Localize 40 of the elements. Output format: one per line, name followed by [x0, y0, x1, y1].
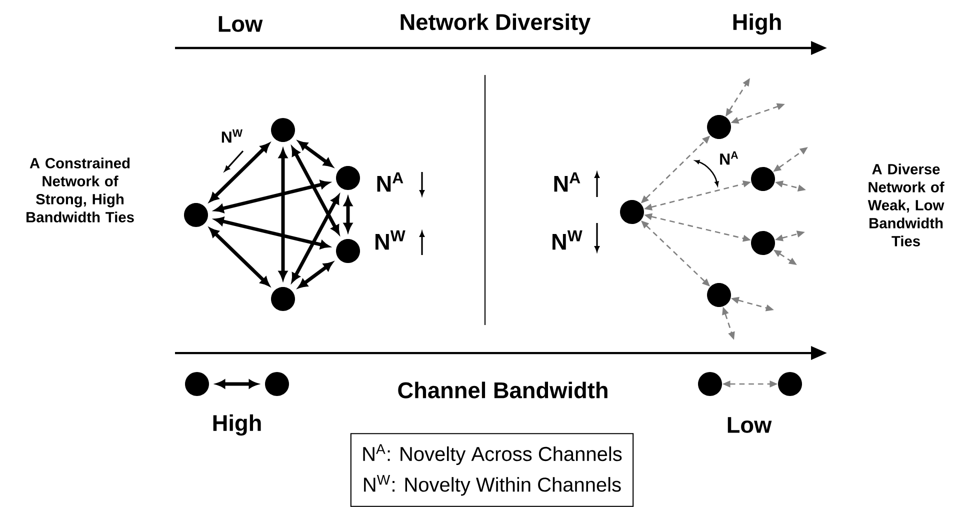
arrow: [292, 194, 340, 282]
arrow: [298, 140, 333, 168]
axis-label: High: [733, 13, 781, 35]
circle-node: [707, 283, 731, 307]
circle-node: [698, 372, 722, 396]
circle-node: [751, 167, 775, 191]
axis-label: N$^{A}$: [554, 172, 580, 192]
circle-node: [271, 287, 295, 311]
arrow: [210, 228, 270, 286]
axis-label: Network Diversity: [400, 13, 591, 35]
circle-node: [336, 166, 360, 190]
axis-label: N$^{W}$: [376, 230, 406, 250]
axis-label: N$^{A}$: [377, 172, 404, 192]
circle-node: [271, 118, 295, 142]
circle-node: [336, 239, 360, 263]
circle-node: [185, 372, 209, 396]
axis-label: High: [213, 414, 261, 436]
arrow: [344, 197, 352, 232]
arrow: [216, 380, 258, 388]
axis-label: N$^{A}$: [720, 151, 738, 165]
axis-label: Low: [728, 417, 772, 433]
arrow: [214, 217, 330, 249]
axis-label: Low: [218, 16, 263, 32]
arrow: [278, 149, 288, 280]
axis-label: N$^{W}$: [222, 129, 242, 143]
arrow: [292, 146, 340, 234]
axis-label: A Diverse Network of Weak, Low Bandwidth Ties: [868, 164, 944, 246]
axis-label: N$^{W}$: [552, 230, 582, 250]
circle-node: [751, 231, 775, 255]
circle-node: [620, 200, 644, 224]
arrow: [298, 262, 333, 288]
circle-node: [778, 372, 802, 396]
legend-box: N$^{A}$: Novelty Across Channels N$^{W}$: Novelty Within Channels: [350, 433, 634, 507]
circle-node: [184, 203, 208, 227]
arrow: [209, 143, 270, 202]
arrow: [214, 180, 330, 213]
axis-label: A Constrained Network of Strong, High Bandwidth Ties: [26, 158, 134, 222]
circle-node: [265, 372, 289, 396]
axis-label: Channel Bandwidth: [398, 382, 608, 398]
circle-node: [707, 115, 731, 139]
